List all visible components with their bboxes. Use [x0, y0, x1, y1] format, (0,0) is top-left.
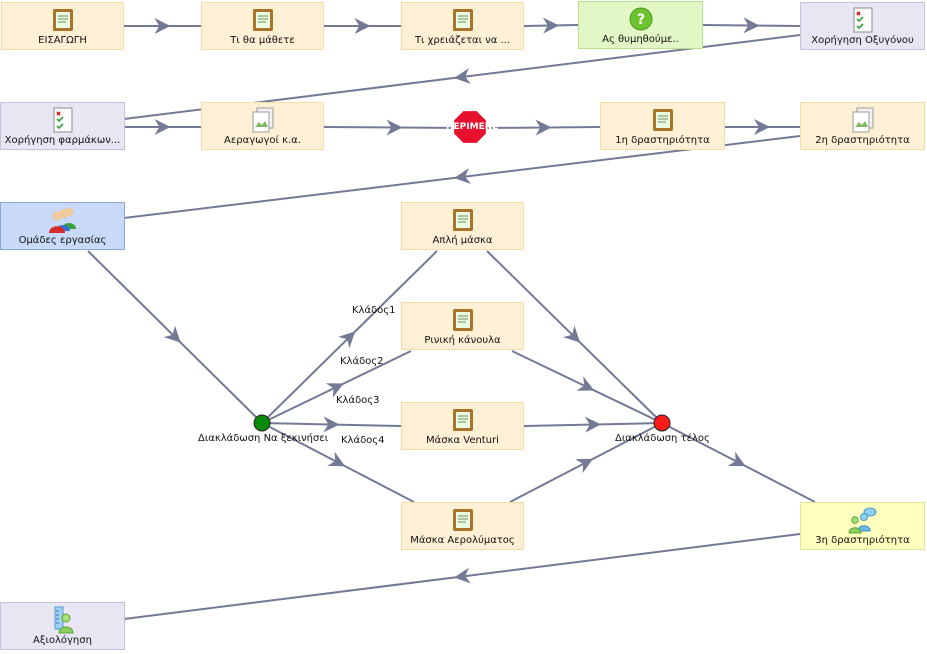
arrowhead — [454, 567, 471, 584]
arrowhead — [575, 458, 594, 474]
arrowhead — [163, 325, 181, 343]
arrowhead — [754, 119, 770, 135]
activity-omades-ergasias[interactable]: Ομάδες εργασίας — [0, 202, 125, 250]
assessment-icon — [54, 606, 74, 634]
checklist-icon — [853, 7, 872, 33]
activity-label: Ομάδες εργασίας — [18, 235, 107, 246]
branch-label-2: Κλάδος2 — [340, 356, 384, 367]
notebook-icon — [452, 9, 473, 31]
activity-label: Ας θυμηθούμε.. — [602, 34, 679, 45]
branch-start-label: Διακλάδωση Να ξεκινήσει — [198, 433, 329, 444]
activity-maska-venturi[interactable]: Μάσκα Venturi — [401, 402, 524, 450]
branch-start-gate[interactable] — [253, 414, 271, 432]
activity-label: Αεραγωγοί κ.α. — [224, 135, 301, 146]
arrowhead — [454, 68, 471, 84]
notebook-icon — [452, 409, 473, 431]
checklist-icon — [53, 107, 72, 133]
resources-icon — [252, 107, 273, 133]
group-icon — [48, 207, 76, 233]
arrowhead — [323, 416, 340, 433]
activity-aeragogoi[interactable]: Αεραγωγοί κ.α. — [201, 102, 324, 150]
activity-label: 2η δραστηριότητα — [815, 135, 910, 146]
arrowhead — [535, 119, 552, 136]
resources-icon — [852, 107, 873, 133]
branch-label-1: Κλάδος1 — [352, 305, 396, 316]
notebook-icon — [452, 309, 473, 331]
activity-label: Χορήγηση Οξυγόνου — [811, 35, 914, 46]
activity-drastiriotita-3[interactable]: 3η δραστηριότητα — [800, 502, 925, 550]
activity-drastiriotita-2[interactable]: 2η δραστηριότητα — [800, 102, 925, 150]
notebook-icon — [652, 109, 673, 131]
arrowhead — [584, 416, 601, 433]
activity-label: Μάσκα Αερολύματος — [410, 535, 515, 546]
activity-as-thymithoume[interactable]: ? Ας θυμηθούμε.. — [578, 1, 703, 49]
branch-end-gate[interactable] — [653, 414, 671, 432]
branch-label-4: Κλάδος4 — [341, 435, 385, 446]
activity-eisagogi[interactable]: ΕΙΣΑΓΩΓΗ — [1, 2, 124, 50]
arrowhead — [576, 376, 595, 391]
activity-label: Χορήγηση φαρμάκων... — [4, 135, 121, 146]
activity-label: 1η δραστηριότητα — [615, 135, 710, 146]
arrowhead — [325, 383, 344, 398]
activity-label: Τι χρειάζεται να ... — [414, 35, 511, 46]
arrowhead — [743, 17, 760, 34]
svg-text:?: ? — [636, 12, 644, 28]
arrowhead — [563, 325, 581, 343]
notebook-icon — [252, 9, 273, 31]
activity-riniki-kanoula[interactable]: Ρινική κάνουλα — [401, 302, 524, 350]
question-icon: ? — [629, 7, 652, 31]
activity-xorigisi-farmakon[interactable]: Χορήγηση φαρμάκων... — [0, 102, 125, 150]
activity-axiologisi[interactable]: Αξιολόγηση — [0, 602, 125, 650]
activity-drastiriotita-1[interactable]: 1η δραστηριότητα — [600, 102, 725, 150]
branch-label-3: Κλάδος3 — [336, 395, 380, 406]
arrowhead — [354, 18, 371, 34]
activity-label: Ρινική κάνουλα — [424, 335, 501, 346]
activity-label: ΕΙΣΑΓΩΓΗ — [38, 35, 87, 46]
activity-label: Απλή μάσκα — [432, 235, 493, 246]
arrowhead — [327, 451, 346, 467]
chat-icon — [847, 507, 876, 534]
stop-gate-label: ΠΕΡΙΜΕΝΕ — [446, 122, 499, 132]
activity-label: Αξιολόγηση — [33, 635, 92, 646]
arrowhead — [154, 119, 171, 135]
arrowhead — [154, 18, 171, 34]
notebook-icon — [452, 209, 473, 231]
activity-ti-tha-mathete[interactable]: Τι θα μάθετε — [201, 2, 324, 50]
activity-maska-aerolymatos[interactable]: Μάσκα Αερολύματος — [401, 502, 524, 550]
activity-xorigisi-oxygonou[interactable]: Χορήγηση Οξυγόνου — [800, 2, 925, 50]
activity-apli-maska[interactable]: Απλή μάσκα — [401, 202, 524, 250]
activity-label: 3η δραστηριότητα — [815, 535, 910, 546]
activity-label: Μάσκα Venturi — [426, 435, 499, 446]
arrowhead — [542, 17, 559, 34]
arrowhead — [727, 451, 746, 467]
arrowhead — [386, 119, 403, 136]
notebook-icon — [52, 9, 73, 31]
activity-ti-xreiazetai[interactable]: Τι χρειάζεται να ... — [401, 2, 524, 50]
branch-end-label: Διακλάδωση τέλος — [615, 433, 710, 444]
stop-gate-icon[interactable] — [452, 109, 488, 145]
arrowhead — [338, 331, 356, 349]
notebook-icon — [452, 509, 473, 531]
activity-label: Τι θα μάθετε — [230, 35, 295, 46]
arrowhead — [454, 168, 471, 184]
